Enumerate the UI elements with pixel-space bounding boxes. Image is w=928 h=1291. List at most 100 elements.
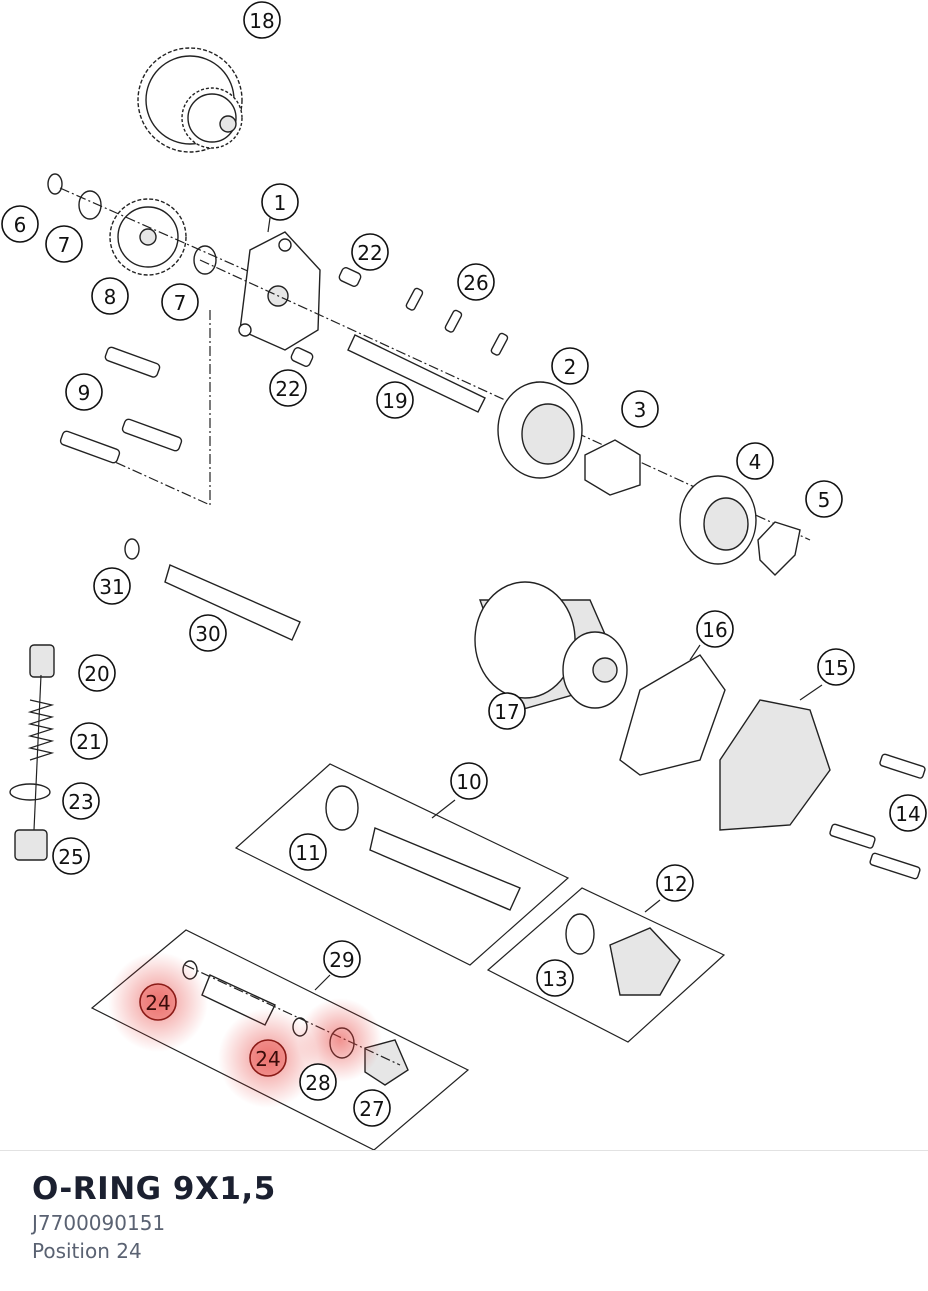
- callout-marker[interactable]: 20: [78, 654, 116, 692]
- callout-circle: [656, 864, 694, 902]
- callout-marker[interactable]: 31: [93, 567, 131, 605]
- callout-number: 9: [78, 381, 91, 405]
- callout-marker[interactable]: 27: [353, 1089, 391, 1127]
- callout-marker[interactable]: 1: [261, 183, 299, 221]
- valve-stack-drawing: [9, 644, 55, 861]
- gasket-drawing: [619, 654, 726, 776]
- callout-marker[interactable]: 15: [817, 648, 855, 686]
- callout-number: 1: [274, 191, 287, 215]
- callout-marker[interactable]: 21: [70, 722, 108, 760]
- part-info-panel: O-RING 9X1,5 J7700090151 Position 24: [0, 1150, 928, 1291]
- callout-marker[interactable]: 4: [736, 442, 774, 480]
- bolts-drawing: [59, 310, 211, 506]
- callout-marker[interactable]: 5: [805, 480, 843, 518]
- pump-ring-drawing-2: [679, 475, 757, 565]
- callout-marker[interactable]: 11: [289, 833, 327, 871]
- callout-marker[interactable]: 29: [323, 940, 361, 978]
- small-gear-drawing: [47, 173, 251, 276]
- callout-circle: [621, 390, 659, 428]
- pump-ring-drawing: [497, 381, 583, 479]
- roller-drawing: [405, 287, 424, 311]
- callout-number: 25: [58, 845, 83, 869]
- callout-marker[interactable]: 7: [45, 225, 83, 263]
- callout-marker[interactable]: 19: [376, 381, 414, 419]
- callout-circle: [376, 381, 414, 419]
- roller-drawing: [444, 309, 463, 333]
- callout-circle: [696, 610, 734, 648]
- callout-circle: [52, 837, 90, 875]
- callout-circle: [65, 373, 103, 411]
- callout-marker[interactable]: 26: [457, 263, 495, 301]
- star-rotor-drawing: [757, 521, 801, 576]
- callout-circle: [161, 283, 199, 321]
- callout-circle: [189, 614, 227, 652]
- callout-number: 27: [359, 1097, 384, 1121]
- pump-cover-drawing: [238, 231, 321, 351]
- callout-marker[interactable]: 12: [656, 864, 694, 902]
- highlight-glow: [218, 1008, 318, 1108]
- callout-number: 8: [104, 285, 117, 309]
- callout-marker[interactable]: 6: [1, 205, 39, 243]
- callout-marker[interactable]: 8: [91, 277, 129, 315]
- callout-circle: [62, 782, 100, 820]
- callout-circle: [93, 567, 131, 605]
- callout-marker[interactable]: 22: [269, 369, 307, 407]
- callout-circle: [450, 762, 488, 800]
- callout-marker[interactable]: 28: [299, 1063, 337, 1101]
- callout-number: 22: [357, 241, 382, 265]
- callout-number: 14: [895, 802, 920, 826]
- callout-marker[interactable]: 23: [62, 782, 100, 820]
- callout-marker[interactable]: 14: [889, 794, 927, 832]
- callout-marker[interactable]: 30: [189, 614, 227, 652]
- plug-kit-box: [486, 887, 726, 1043]
- callout-marker[interactable]: 17: [488, 692, 526, 730]
- part-number: J7700090151: [32, 1211, 166, 1235]
- callout-marker[interactable]: 7: [161, 283, 199, 321]
- callout-number: 7: [58, 233, 71, 257]
- callout-circle: [353, 1089, 391, 1127]
- callout-circle: [536, 959, 574, 997]
- callout-circle: [889, 794, 927, 832]
- highlight-glow: [298, 998, 382, 1082]
- callout-circle: [817, 648, 855, 686]
- callout-circle: [78, 654, 116, 692]
- callout-marker[interactable]: 13: [536, 959, 574, 997]
- callout-circle: [249, 1039, 287, 1077]
- callout-marker[interactable]: 18: [243, 1, 281, 39]
- callout-number: 30: [195, 622, 220, 646]
- callout-circle: [45, 225, 83, 263]
- callout-number: 10: [456, 770, 481, 794]
- callout-number: 7: [174, 291, 187, 315]
- callout-marker[interactable]: 10: [450, 762, 488, 800]
- highlight-glow: [108, 952, 208, 1052]
- roller-drawing: [490, 332, 509, 356]
- callout-number: 24: [145, 991, 170, 1015]
- callout-marker[interactable]: 25: [52, 837, 90, 875]
- callout-number: 11: [295, 841, 320, 865]
- callout-marker[interactable]: 22: [351, 233, 389, 271]
- callout-number: 2: [564, 355, 577, 379]
- callout-circle: [70, 722, 108, 760]
- tube-drawing: [164, 564, 301, 641]
- callout-number: 24: [255, 1047, 280, 1071]
- callout-marker[interactable]: 2: [551, 347, 589, 385]
- callout-marker[interactable]: 24: [139, 983, 177, 1021]
- callout-number: 23: [68, 790, 93, 814]
- screws-drawing: [829, 753, 926, 880]
- callout-marker[interactable]: 24: [249, 1039, 287, 1077]
- callout-marker[interactable]: 9: [65, 373, 103, 411]
- callout-circle: [351, 233, 389, 271]
- callout-marker[interactable]: 3: [621, 390, 659, 428]
- callout-circle: [139, 983, 177, 1021]
- callout-number: 26: [463, 271, 488, 295]
- callout-number: 22: [275, 377, 300, 401]
- callout-number: 28: [305, 1071, 330, 1095]
- callout-number: 18: [249, 9, 274, 33]
- callout-marker[interactable]: 16: [696, 610, 734, 648]
- callout-number: 29: [329, 948, 354, 972]
- callout-number: 12: [662, 872, 687, 896]
- callout-number: 4: [749, 450, 762, 474]
- callout-circle: [805, 480, 843, 518]
- callout-number: 19: [382, 389, 407, 413]
- leader-lines: [267, 217, 823, 991]
